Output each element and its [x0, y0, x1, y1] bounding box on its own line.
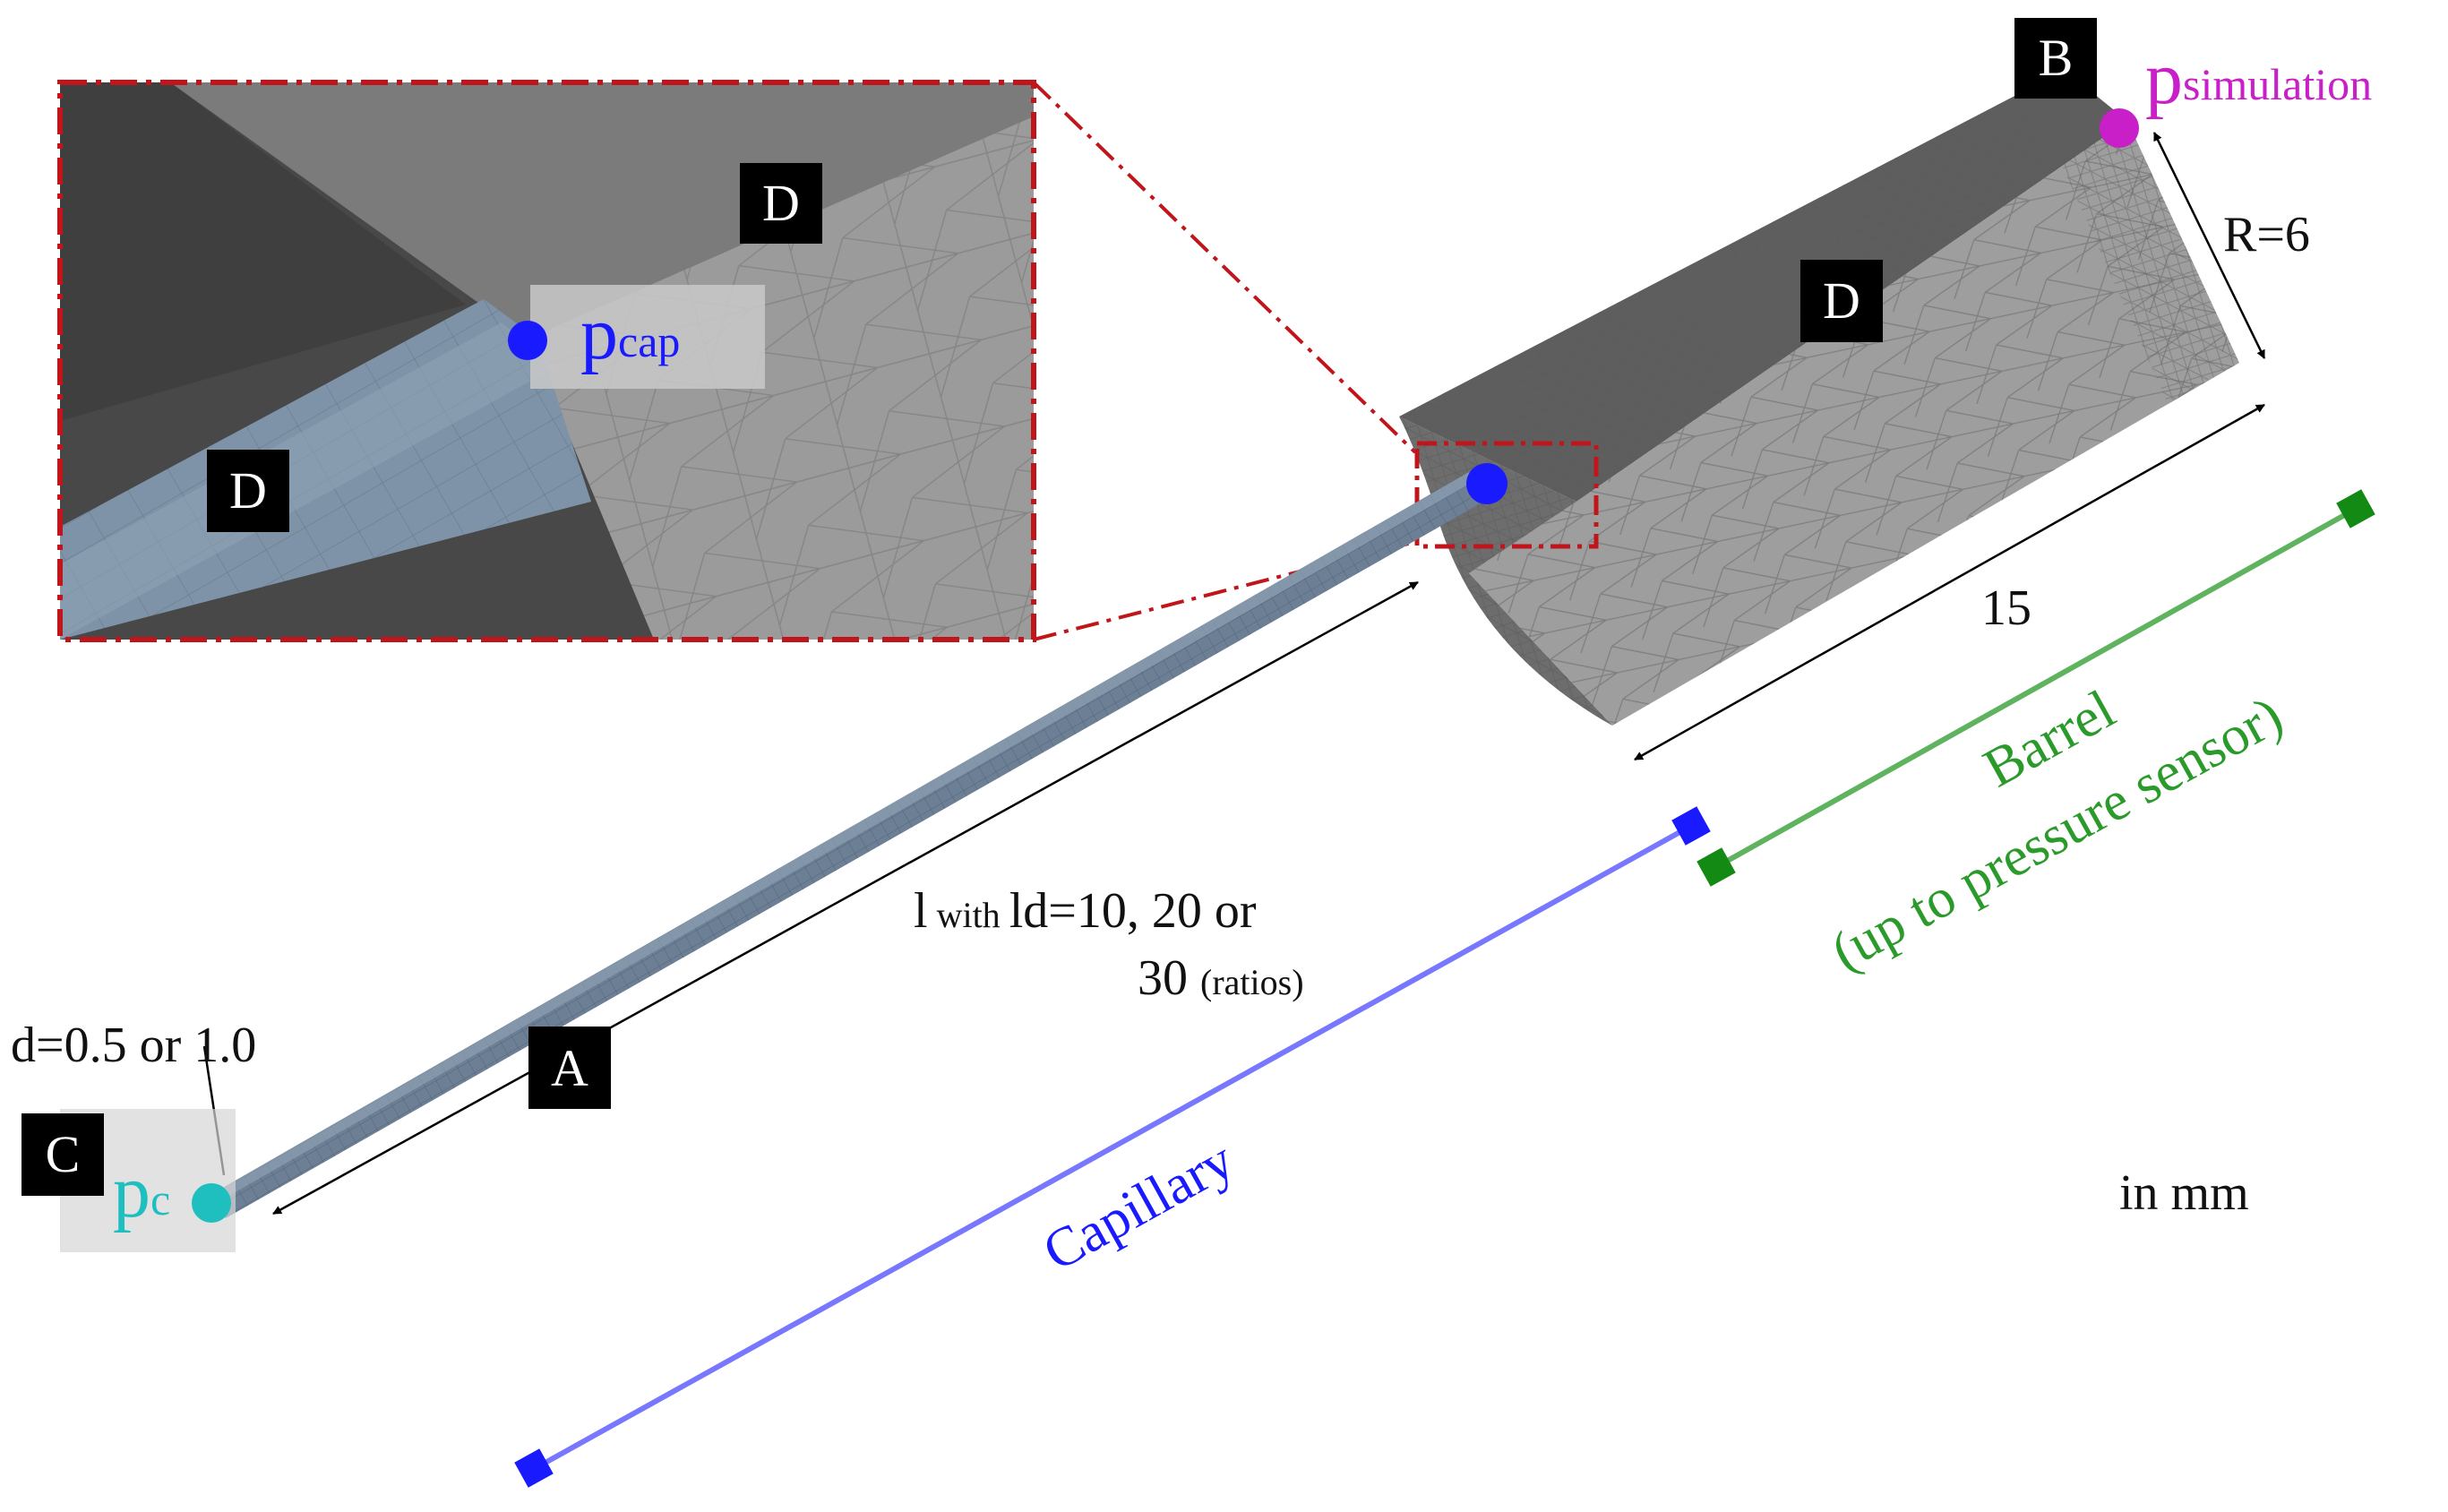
p-cap-point-main: [1466, 463, 1507, 504]
capillary-axis-end-marker: [1671, 806, 1711, 846]
capillary-axis-line: [532, 823, 1693, 1472]
p-simulation-label: psimulation: [2145, 37, 2372, 120]
capillary-length-arrow: [272, 580, 1419, 1216]
barrel-axis-start-marker: [1696, 847, 1736, 887]
svg-text:B: B: [2039, 29, 2074, 87]
barrel-axis-end-marker: [2336, 489, 2375, 528]
svg-text:A: A: [551, 1039, 588, 1097]
p-c-label: pc: [113, 1150, 170, 1233]
zoom-inset: [57, 80, 1036, 642]
label-box-D-inset-top: D: [740, 163, 822, 244]
svg-text:C: C: [46, 1125, 81, 1183]
barrel-axis-line: [1714, 506, 2358, 870]
inset-top-face: [170, 82, 1034, 339]
svg-text:D: D: [1823, 271, 1860, 330]
p-cap-label: pcap: [580, 292, 680, 375]
svg-text:D: D: [762, 174, 800, 232]
p-simulation-point: [2100, 108, 2139, 148]
label-box-A: A: [528, 1027, 611, 1109]
capillary-length-label-line2: 30 (ratios): [1138, 950, 1304, 1006]
p-cap-label-box: [530, 285, 765, 389]
label-box-D-inset-bottom: D: [207, 450, 289, 532]
barrel-mesh: [1399, 70, 2239, 726]
capillary-axis-start-marker: [514, 1448, 554, 1488]
barrel-length-label: 15: [1981, 580, 2031, 636]
svg-text:D: D: [229, 461, 267, 520]
radius-label: R=6: [2223, 207, 2310, 262]
zoom-connector-top: [1032, 81, 1417, 454]
barrel-length-arrow: [1634, 403, 2265, 761]
label-box-D-barrel: D: [1800, 260, 1883, 342]
label-box-C: C: [21, 1113, 104, 1196]
p-cap-point-inset: [508, 321, 547, 360]
radius-arrow: [2152, 132, 2266, 359]
capillary-axis-label: Capillary: [1034, 1130, 1244, 1283]
label-box-B: B: [2014, 18, 2097, 99]
units-label: in mm: [2119, 1165, 2249, 1221]
diameter-label: d=0.5 or 1.0: [11, 1018, 256, 1073]
capillary-length-label-line1: l with ld=10, 20 or: [914, 883, 1257, 939]
p-c-point: [192, 1183, 231, 1223]
zoom-region-marker: [1414, 441, 1599, 549]
